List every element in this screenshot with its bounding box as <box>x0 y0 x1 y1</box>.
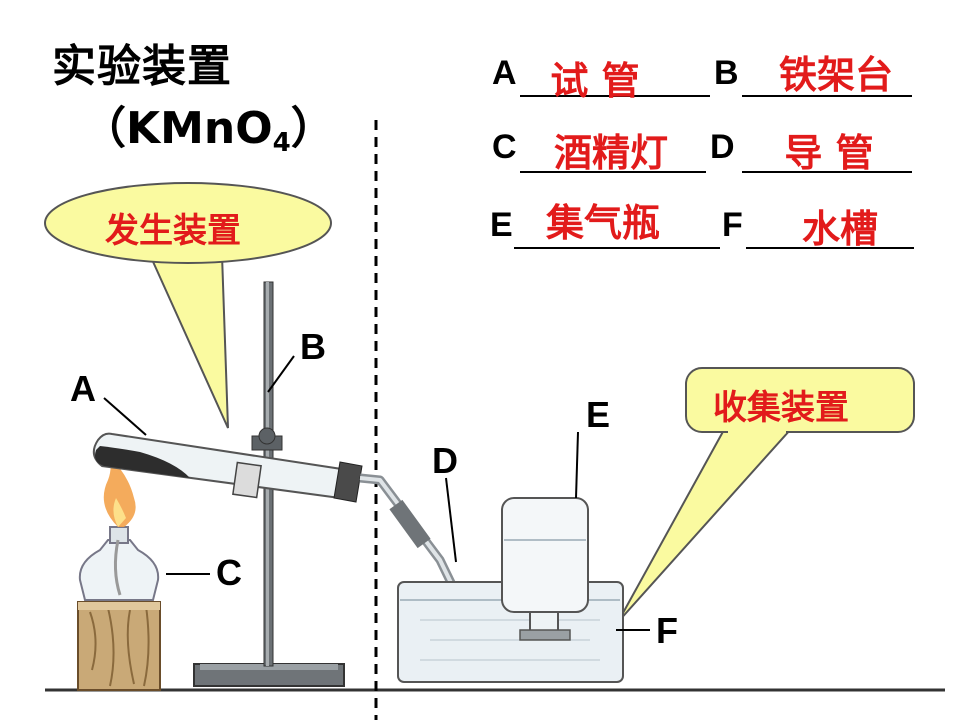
alcohol-lamp <box>78 458 160 601</box>
answer-a: 试 管 <box>550 59 640 103</box>
answer-line-a <box>520 95 710 97</box>
answer-letter-a: A <box>492 54 517 92</box>
formula-label: （KMnO4） <box>82 92 335 158</box>
answer-letter-f: F <box>722 206 743 244</box>
answer-e: 集气瓶 <box>545 201 660 245</box>
generation-callout-bubble <box>44 182 332 429</box>
answer-letter-c: C <box>492 128 517 166</box>
answer-line-b <box>742 95 912 97</box>
collection-callout-text: 收集装置 <box>713 388 849 428</box>
part-label-a: A <box>70 368 96 409</box>
answer-line-f <box>746 247 914 249</box>
answer-line-e <box>514 247 720 249</box>
part-label-d: D <box>432 440 458 481</box>
collection-callout-bubble <box>617 367 915 623</box>
answer-line-c <box>520 171 706 173</box>
part-label-f: F <box>656 610 678 651</box>
formula-subscript: 4 <box>272 128 291 158</box>
formula-prefix: （KMnO <box>82 103 273 154</box>
answer-letter-e: E <box>490 206 513 244</box>
generation-callout-text: 发生装置 <box>105 211 241 251</box>
leader-lines <box>103 355 650 631</box>
answer-c: 酒精灯 <box>553 131 668 175</box>
answer-letter-d: D <box>710 128 735 166</box>
gas-bottle <box>501 497 589 641</box>
answer-f: 水槽 <box>801 207 878 251</box>
answer-d: 导 管 <box>784 131 874 175</box>
answer-b: 铁架台 <box>778 53 893 97</box>
wooden-block <box>77 601 161 691</box>
test-tube <box>92 432 363 503</box>
page-title: 实验装置 <box>52 41 232 92</box>
part-label-c: C <box>216 552 242 593</box>
answer-letter-b: B <box>714 54 739 92</box>
part-label-b: B <box>300 326 326 367</box>
formula-suffix: ） <box>290 103 335 154</box>
answer-line-d <box>742 171 912 173</box>
part-label-e: E <box>586 394 611 435</box>
